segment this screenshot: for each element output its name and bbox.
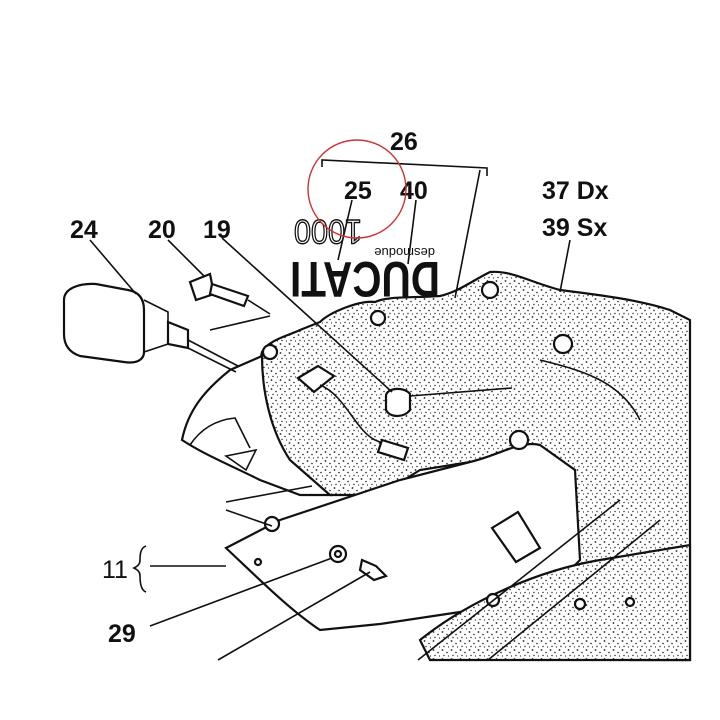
label-11: 11 [102,556,128,584]
connector-plug [62,282,239,373]
logo-number: 1000 [294,212,362,250]
logo-sub: desmodue [374,245,435,260]
left-bracket [180,354,333,497]
label-20: 20 [148,216,176,244]
callouts: 26 25 40 37 Dx 39 Sx 24 20 19 11 29 [70,128,609,648]
label-39: 39 Sx [542,214,607,242]
label-26: 26 [390,128,418,156]
ducati-logo: DUCATI desmodue 1000 [290,211,440,307]
label-25: 25 [344,177,372,205]
logo-brand: DUCATI [290,251,440,307]
leader-lines [89,159,661,661]
highlight-circle [307,139,407,239]
sensor-wire [296,364,412,462]
bolt [188,272,250,308]
label-29: 29 [108,620,136,648]
label-24: 24 [70,216,98,244]
engine-casing [418,543,692,662]
washer-screw [328,544,389,582]
label-19: 19 [203,216,231,244]
label-37: 37 Dx [542,177,609,205]
brace-11 [132,545,147,593]
